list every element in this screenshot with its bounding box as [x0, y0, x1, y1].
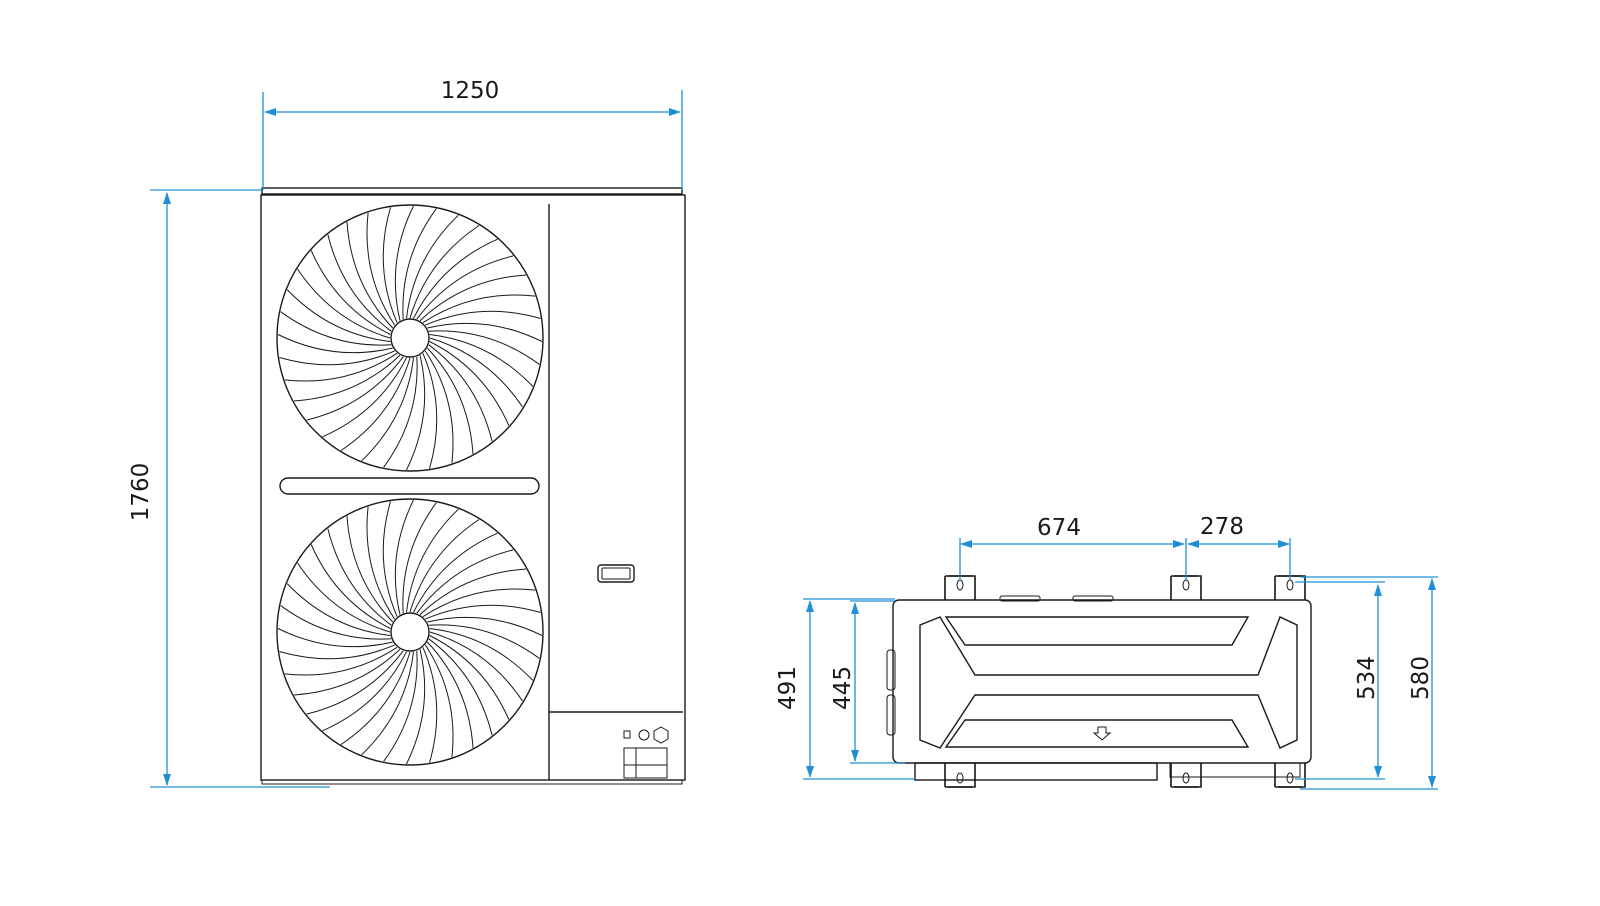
- connection-box: [623, 747, 668, 779]
- mounting-foot: [1274, 763, 1306, 788]
- valve-icon: [653, 726, 669, 744]
- mounting-foot: [944, 763, 976, 788]
- handle-icon: [597, 564, 635, 583]
- dim-front-height: 1760: [128, 463, 154, 522]
- front-view: [260, 187, 686, 785]
- dim-foot-depth-outer: 580: [1408, 656, 1434, 700]
- dim-foot-spacing-1: 674: [1037, 515, 1081, 541]
- dim-depth-outer: 491: [775, 666, 801, 710]
- valve-icon: [623, 730, 631, 739]
- fan-icon: [276, 498, 544, 766]
- mounting-foot: [1170, 763, 1202, 788]
- top-lid: [261, 187, 683, 195]
- unit-body: [260, 194, 686, 781]
- dim-depth-inner: 445: [830, 666, 856, 710]
- top-view: [886, 575, 1312, 788]
- fan-divider-slot: [279, 477, 540, 495]
- fan-icon: [276, 204, 544, 472]
- fan-hub: [390, 612, 430, 652]
- arrow-down-icon: [1092, 726, 1112, 741]
- dim-front-width: 1250: [441, 78, 500, 104]
- base: [261, 779, 683, 785]
- valve-icon: [638, 729, 650, 741]
- dim-foot-depth-inner: 534: [1354, 656, 1380, 700]
- unit-top-body: [892, 599, 1312, 764]
- dimensions: 1250 1760 674 278 491 445 534 580: [128, 78, 1438, 790]
- fan-hub: [390, 318, 430, 358]
- mounting-foot: [1170, 575, 1202, 600]
- dim-foot-spacing-2: 278: [1200, 514, 1244, 540]
